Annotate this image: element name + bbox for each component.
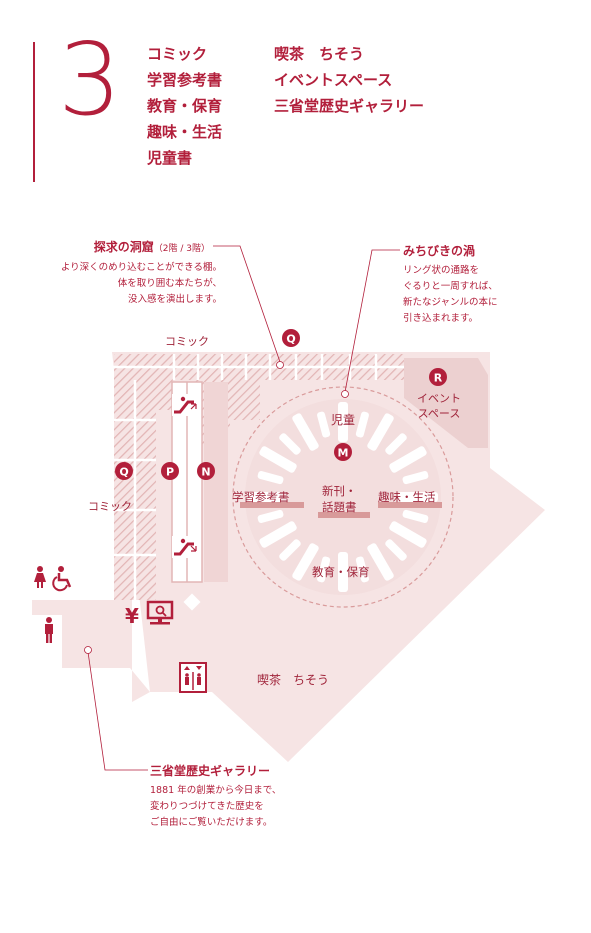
svg-text:P: P (166, 466, 174, 479)
marker-m: M (334, 443, 352, 461)
leader-gallery (87, 651, 148, 771)
category-event: イベントスペース (274, 71, 393, 89)
label-comic-top: コミック (165, 335, 209, 348)
radial-shelves (248, 402, 438, 592)
escalator-down-icon (172, 536, 198, 558)
callout-cave-desc: より深くのめり込むことができる棚。 体を取り囲む本たちが、 没入感を演出します。 (60, 262, 222, 305)
callout-gallery-title: 三省堂歴史ギャラリー (150, 764, 271, 778)
label-new-books: 新刊・ 話題書 (322, 484, 357, 514)
label-children: 児童 (331, 413, 356, 427)
event-space (404, 358, 488, 448)
callout-cave: 探求の洞窟（2階 / 3階） (45, 238, 210, 255)
svg-text:Q: Q (119, 466, 128, 479)
callout-vortex-title: みちびきの渦 (403, 244, 476, 258)
category-comic: コミック (147, 45, 208, 63)
marker-q-top: Q (282, 329, 300, 347)
category-hobby: 趣味・生活 (147, 123, 223, 141)
callout-vortex: みちびきの渦 リング状の通路を ぐるりと一周すれば、 新たなジャンルの本に 引き… (403, 244, 498, 324)
wheelchair-icon (52, 566, 72, 592)
marker-r: R (429, 368, 447, 386)
restroom-male-icon (45, 617, 53, 643)
category-study: 学習参考書 (147, 71, 223, 89)
category-cafe: 喫茶 ちそう (274, 45, 365, 63)
svg-text:M: M (338, 447, 349, 460)
svg-text:N: N (201, 466, 210, 479)
register-icon (146, 600, 174, 625)
callout-gallery: 三省堂歴史ギャラリー 1881 年の創業から今日まで、 変わりつづけてきた歴史を… (150, 764, 282, 828)
leader-vortex (344, 249, 400, 393)
header-divider (33, 42, 35, 182)
svg-text:Q: Q (286, 333, 295, 346)
category-list-left: コミック 学習参考書 教育・保育 趣味・生活 児童書 (147, 41, 222, 171)
elevator-icon (179, 662, 207, 693)
escalator-up-icon (172, 394, 198, 416)
vortex-ring (232, 386, 454, 608)
svg-text:R: R (434, 372, 443, 385)
label-comic-left: コミック (88, 500, 132, 513)
yen-icon: ¥ (125, 604, 139, 628)
leader-cave (213, 245, 281, 363)
category-children: 児童書 (147, 149, 193, 167)
callout-cave-title: 探求の洞窟（2階 / 3階） (93, 240, 210, 254)
marker-p: P (161, 462, 179, 480)
category-education: 教育・保育 (147, 97, 223, 115)
label-study: 学習参考書 (232, 490, 290, 504)
marker-q-left: Q (115, 462, 133, 480)
category-gallery: 三省堂歴史ギャラリー (274, 97, 425, 115)
label-education: 教育・保育 (312, 565, 370, 579)
restroom-female-icon (34, 566, 46, 588)
label-hobby: 趣味・生活 (378, 490, 436, 504)
label-event-space: イベント スペース (417, 392, 461, 420)
category-list-right: 喫茶 ちそう イベントスペース 三省堂歴史ギャラリー (274, 41, 424, 119)
marker-n: N (197, 462, 215, 480)
label-cafe: 喫茶 ちそう (257, 673, 330, 687)
floor-number: 3 (58, 21, 122, 138)
